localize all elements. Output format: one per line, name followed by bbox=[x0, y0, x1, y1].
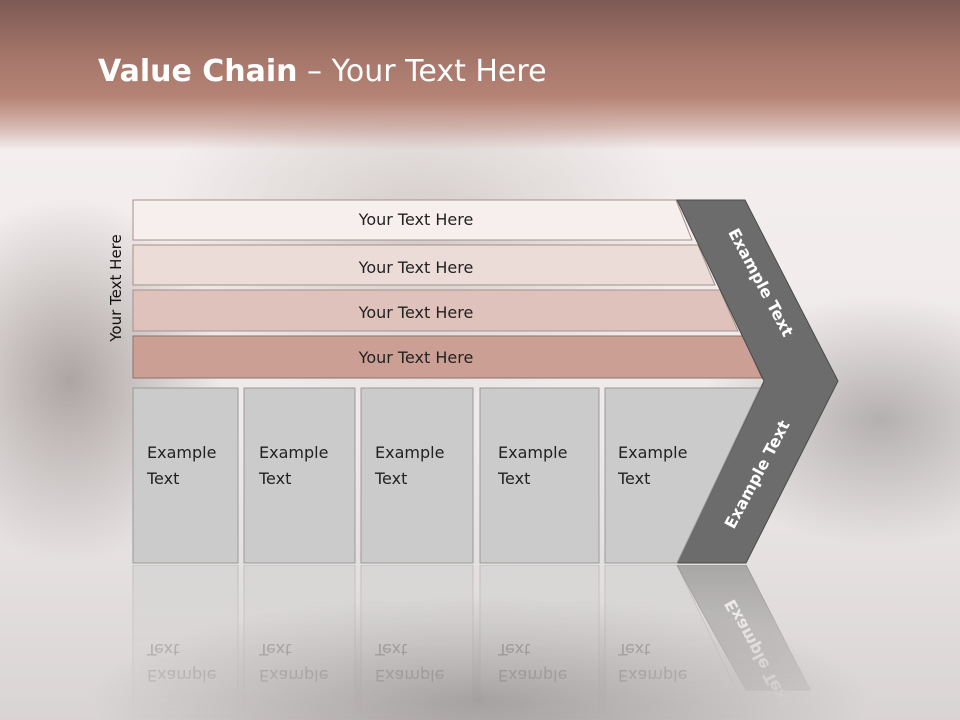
mirror-reflection: Example Text Example Text Example Text E… bbox=[132, 564, 811, 720]
box-5-line-2: Text bbox=[617, 469, 650, 488]
box-5-line-1: Example bbox=[618, 443, 687, 462]
row-label-4: Your Text Here bbox=[358, 348, 474, 367]
example-box-1: Example Text bbox=[132, 387, 239, 564]
box-1-line-2: Text bbox=[146, 469, 179, 488]
row-band-4: Your Text Here bbox=[132, 335, 763, 379]
box-2-line-2: Text bbox=[258, 469, 291, 488]
slide-title: Value Chain – Your Text Here bbox=[98, 54, 547, 89]
reflection-box-1-line-2: Text bbox=[146, 640, 179, 659]
example-box-2: Example Text bbox=[243, 387, 356, 564]
example-box-3: Example Text bbox=[360, 387, 474, 564]
row-label-3: Your Text Here bbox=[358, 303, 474, 322]
row-band-1: Your Text Here bbox=[132, 199, 693, 241]
row-band-3: Your Text Here bbox=[132, 289, 739, 332]
box-1-line-1: Example bbox=[147, 443, 216, 462]
box-3-line-1: Example bbox=[375, 443, 444, 462]
reflection-box-3-line-2: Text bbox=[374, 640, 407, 659]
reflection-box-3-line-1: Example bbox=[375, 666, 444, 685]
reflection-box-1-line-1: Example bbox=[147, 666, 216, 685]
reflection-box-5-line-1: Example bbox=[618, 666, 687, 685]
box-4-line-2: Text bbox=[497, 469, 530, 488]
reflection-box-2-line-2: Text bbox=[258, 640, 291, 659]
reflection-box-4-line-2: Text bbox=[497, 640, 530, 659]
example-box-4: Example Text bbox=[479, 387, 600, 564]
example-box-5: Example Text bbox=[604, 387, 761, 564]
box-4-line-1: Example bbox=[498, 443, 567, 462]
header-band bbox=[0, 0, 960, 150]
row-label-2: Your Text Here bbox=[358, 258, 474, 277]
box-2-line-1: Example bbox=[259, 443, 328, 462]
row-label-1: Your Text Here bbox=[358, 210, 474, 229]
reflection-box-4-line-1: Example bbox=[498, 666, 567, 685]
row-band-2: Your Text Here bbox=[132, 244, 716, 286]
reflection-box-5-line-2: Text bbox=[617, 640, 650, 659]
reflection-box-2-line-1: Example bbox=[259, 666, 328, 685]
box-3-line-2: Text bbox=[374, 469, 407, 488]
